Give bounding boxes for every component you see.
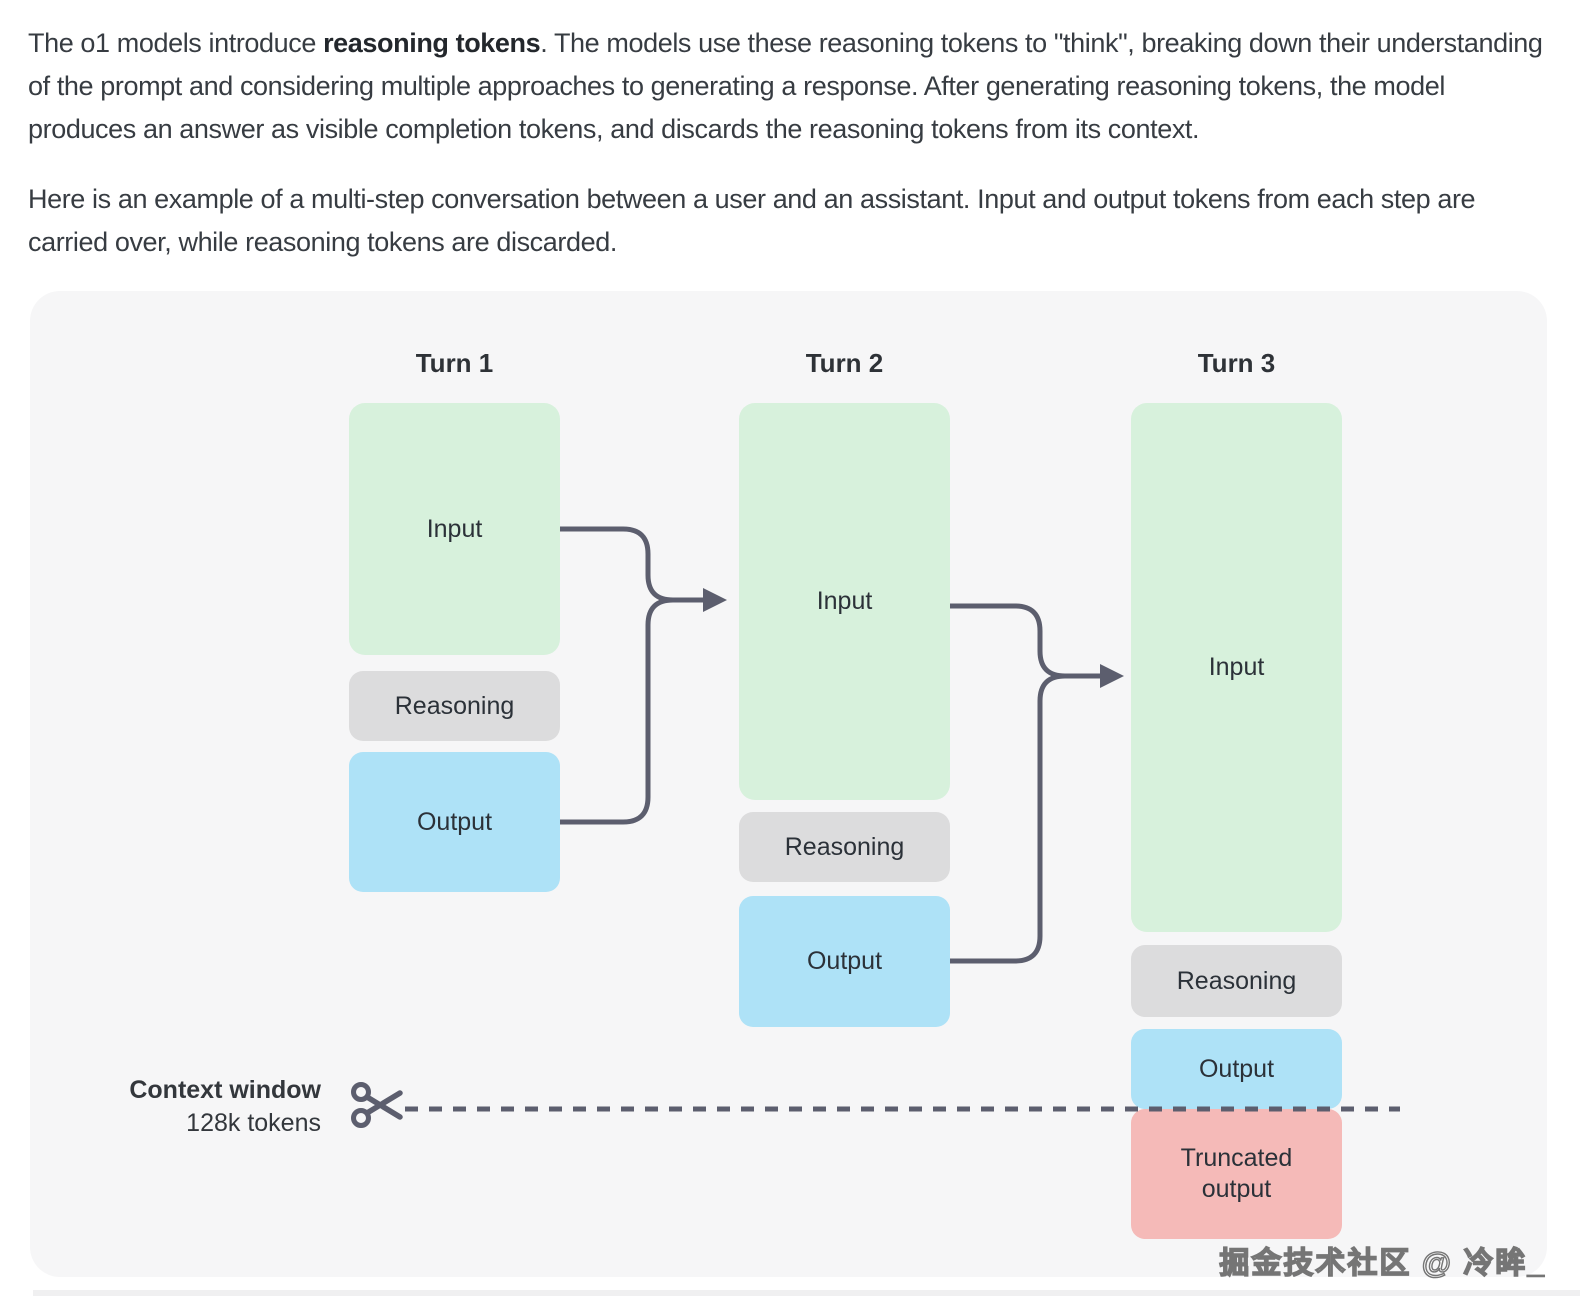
turn-3-label: Turn 3 [1197, 348, 1276, 378]
turn-3-input-label: Input [1208, 653, 1265, 681]
turn-2-output-box: Output [739, 896, 950, 1027]
turn-1-label: Turn 1 [415, 348, 494, 378]
turn-2-input-box: Input [739, 403, 950, 800]
intro-paragraph-rest: . The models use these reasoning tokens … [28, 28, 1543, 144]
reasoning-tokens-emphasis: reasoning tokens [323, 28, 541, 58]
turn-2-label: Turn 2 [805, 348, 884, 378]
turn-1-reasoning-box: Reasoning [349, 671, 560, 741]
turn-3-output-box: Output [1131, 1029, 1342, 1109]
intro-paragraph: The o1 models introduce reasoning tokens… [28, 22, 1546, 151]
intro-text: The o1 models introduce reasoning tokens… [28, 22, 1546, 291]
turn-3-reasoning-box: Reasoning [1131, 945, 1342, 1017]
turn-3-input-box: Input [1131, 403, 1342, 932]
arrow-turn2-output-branch [950, 673, 1066, 964]
arrow-turn1-to-turn2 [560, 526, 727, 825]
arrow-turn2-to-turn3 [950, 603, 1124, 964]
next-section-edge [33, 1290, 1580, 1296]
arrowhead-turn3 [1100, 664, 1124, 688]
intro-paragraph-start: The o1 models introduce [28, 28, 324, 58]
token-flow-diagram: Turn 1 Turn 2 Turn 3 Input Reasoning Out… [30, 291, 1547, 1277]
turn-1-input-box: Input [349, 403, 560, 655]
turn-1-output-label: Output [416, 807, 493, 836]
turn-2-input-label: Input [816, 587, 873, 615]
example-paragraph: Here is an example of a multi-step conve… [28, 184, 1476, 257]
arrow-turn1-output-branch [560, 597, 674, 825]
context-window-label: Context window 128k tokens [86, 1074, 321, 1140]
turn-1-input-label: Input [426, 514, 483, 543]
arrowhead-turn2 [703, 588, 727, 612]
arrow-turn2-input-branch [950, 603, 1100, 679]
context-window-title: Context window [129, 1076, 321, 1104]
watermark: 掘金技术社区 @ 冷眸_ [1219, 1246, 1546, 1280]
turn-3-truncated-output-label: Truncated output [1180, 1144, 1293, 1203]
turn-2-reasoning-label: Reasoning [784, 832, 905, 861]
turn-2-output-label: Output [806, 947, 883, 975]
turn-3-output-label: Output [1198, 1054, 1275, 1083]
turn-1-output-box: Output [349, 752, 560, 892]
scissors-icon [351, 1082, 403, 1128]
turn-2-reasoning-box: Reasoning [739, 812, 950, 882]
arrow-turn1-input-branch [560, 526, 703, 603]
turn-3-truncated-output-box: Truncated output [1131, 1109, 1342, 1239]
context-window-value: 128k tokens [186, 1109, 321, 1137]
turn-1-reasoning-label: Reasoning [394, 691, 515, 720]
turn-3-reasoning-label: Reasoning [1176, 966, 1297, 995]
